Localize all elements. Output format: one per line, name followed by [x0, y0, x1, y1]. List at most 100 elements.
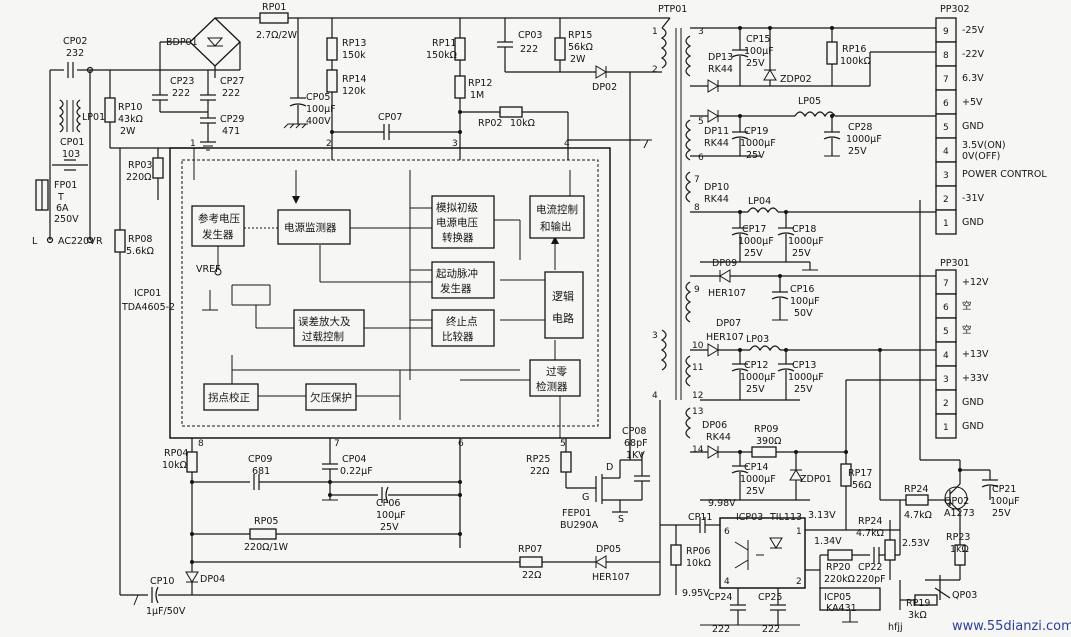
dp10-part: RK44	[704, 194, 729, 205]
winding-pin-11: 11	[692, 363, 703, 373]
pp302-pin-label-8: -22V	[962, 49, 985, 60]
fet-source-label: S	[618, 514, 624, 525]
fet-drain-label: D	[606, 462, 613, 473]
pp302-pin-label-3: POWER CONTROL	[962, 169, 1047, 180]
rp07-value: 22Ω	[522, 570, 541, 581]
qp03-label: QP03	[952, 590, 977, 601]
block-logic-line2: 电路	[552, 312, 574, 325]
dp13-label: DP13	[708, 52, 733, 63]
dp10-label: DP10	[704, 182, 729, 193]
cp12-voltage: 25V	[746, 384, 765, 395]
ac-terminal-l: L	[32, 236, 38, 247]
pp301-pin-label-1: GND	[962, 421, 984, 432]
rp23-value: 1kΩ	[950, 544, 969, 555]
icp03-pin-6: 6	[724, 527, 730, 537]
block-stop-comp-line1: 终止点	[446, 315, 478, 328]
cp21-label: CP21	[992, 484, 1016, 495]
rp19-label: RP19	[906, 598, 930, 609]
icp01-inner-border	[181, 159, 599, 427]
icp03-pin-2: 2	[796, 577, 802, 587]
rp10-power: 2W	[120, 126, 136, 137]
qp02-part: A1273	[944, 508, 975, 519]
icp05-label: ICP05	[824, 592, 851, 603]
cp06-value: 100μF	[376, 510, 406, 521]
block-zero-cross-detector	[529, 359, 581, 397]
rp24b-value: 4.7kΩ	[856, 528, 884, 539]
rp24a-value: 4.7kΩ	[904, 510, 932, 521]
rp07-label: RP07	[518, 544, 542, 555]
rp03-label: RP03	[128, 160, 152, 171]
block-current-control-line2: 和输出	[540, 220, 572, 233]
icp03-part: TIL113	[769, 512, 802, 523]
winding-pin-2: 2	[652, 65, 658, 75]
rp20-label: RP20	[826, 562, 850, 573]
cp28-value: 1000μF	[846, 134, 882, 145]
cp16-voltage: 50V	[794, 308, 813, 319]
bdp01-label: BDP01	[166, 37, 198, 48]
cp14-voltage: 25V	[746, 486, 765, 497]
icp01-part: TDA4605-2	[121, 302, 175, 313]
fp01-voltage: 250V	[54, 214, 79, 225]
pp302-pin-label-5: GND	[962, 121, 984, 132]
icp03-pin-1: 1	[796, 527, 802, 537]
winding-pin-1: 1	[652, 27, 658, 37]
rp02-label: RP02	[478, 118, 502, 129]
pp301-pin-label-7: +12V	[962, 277, 989, 288]
cp28-voltage: 25V	[848, 146, 867, 157]
block-stop-point-comparator	[431, 309, 495, 347]
pp301-label: PP301	[940, 258, 970, 269]
cp19-voltage: 25V	[746, 150, 765, 161]
winding-pin-5: 5	[698, 117, 704, 127]
cp01-label: CP01	[60, 137, 84, 148]
cp25-label: CP25	[758, 592, 782, 603]
icp03-pin-4: 4	[724, 577, 730, 587]
winding-pin-13: 13	[692, 407, 703, 417]
block-analog-supply-line2: 电源电压	[436, 216, 478, 229]
dp07-label: DP07	[716, 318, 741, 329]
cp08-value: 68pF	[624, 438, 648, 449]
snubber-cp03-rp15	[497, 18, 630, 79]
rp05-label: RP05	[254, 516, 278, 527]
ic-pin-8: 8	[198, 439, 204, 449]
cp13-value: 1000μF	[788, 372, 824, 383]
cp08-label: CP08	[622, 426, 646, 437]
watermark-logo: hfjj	[888, 622, 903, 633]
rp24b-label: RP24	[858, 516, 882, 527]
cp14-value: 1000μF	[740, 474, 776, 485]
cp25-value: 222	[762, 624, 780, 635]
rp14-label: RP14	[342, 74, 366, 85]
dp04-label: DP04	[200, 574, 225, 585]
input-filter-caps	[152, 70, 216, 151]
pp302-label: PP302	[940, 4, 970, 15]
cp10-label: CP10	[150, 576, 174, 587]
cp16-value: 100μF	[790, 296, 820, 307]
pp302-pin-label-4: 3.5V(ON)	[962, 140, 1006, 151]
winding-pin-9: 9	[694, 285, 700, 295]
pp301-pin-number-5: 5	[943, 327, 949, 337]
rp01-value: 2.7Ω/2W	[256, 30, 298, 41]
rp17-label: RP17	[848, 468, 872, 479]
rp04-value: 10kΩ	[162, 460, 187, 471]
transformer-secondary	[685, 35, 692, 439]
block-error-amp-overload	[293, 309, 365, 347]
pp302-pin-number-1: 1	[943, 219, 949, 229]
cp03-label: CP03	[518, 30, 542, 41]
block-knee-correction	[203, 383, 259, 411]
cp06-voltage: 25V	[380, 522, 399, 533]
rail-minus25v	[690, 26, 940, 93]
cp22-value: 220pF	[856, 574, 886, 585]
rp15-label: RP15	[568, 30, 592, 41]
cp24-value: 222	[712, 624, 730, 635]
bias-resistors	[104, 70, 205, 595]
pp301-pin-number-1: 1	[943, 423, 949, 433]
cp19-value: 1000μF	[740, 138, 776, 149]
cp18-voltage: 25V	[792, 248, 811, 259]
cp15-voltage: 25V	[746, 58, 765, 69]
fep01-label: FEP01	[562, 508, 591, 519]
pp302-pin-number-8: 8	[943, 51, 949, 61]
voltage-1-34v: 1.34V	[814, 536, 842, 547]
cp27-value: 222	[222, 88, 240, 99]
rp15-power: 2W	[570, 54, 586, 65]
